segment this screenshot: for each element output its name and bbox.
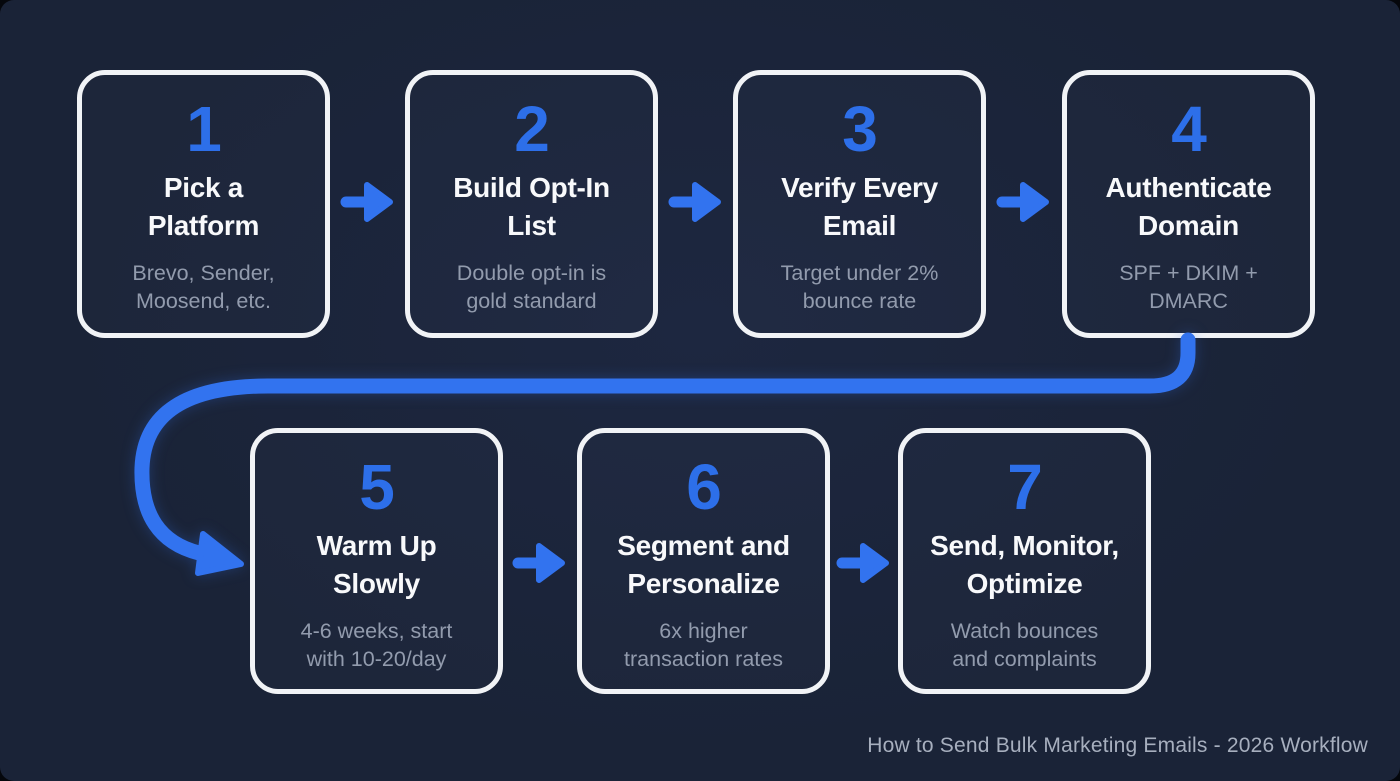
step-number: 1 — [186, 93, 222, 165]
step-title: Authenticate Domain — [1105, 172, 1272, 241]
arrow-right-icon — [996, 182, 1049, 222]
step-subtitle: SPF + DKIM + DMARC — [1119, 261, 1258, 313]
step-subtitle: Target under 2% bounce rate — [780, 261, 939, 313]
step-number: 7 — [1007, 451, 1043, 523]
step-title: Warm Up Slowly — [316, 530, 437, 599]
arrow-right-icon — [836, 543, 889, 583]
step-number: 4 — [1171, 93, 1207, 165]
step-title: Build Opt-In List — [453, 172, 610, 241]
step-number: 3 — [842, 93, 878, 165]
step-title: Verify Every Email — [781, 172, 938, 241]
workflow-caption: How to Send Bulk Marketing Emails - 2026… — [867, 734, 1368, 757]
step-subtitle: Brevo, Sender, Moosend, etc. — [132, 261, 275, 313]
step-title: Segment and Personalize — [617, 530, 790, 599]
step-number: 5 — [359, 451, 395, 523]
arrow-right-icon — [668, 182, 721, 222]
step-title: Send, Monitor, Optimize — [930, 530, 1119, 599]
step-subtitle: Double opt-in is gold standard — [456, 261, 607, 313]
step-box-7: 7 Send, Monitor, Optimize Watch bounces … — [898, 428, 1151, 694]
step-subtitle: 4-6 weeks, start with 10-20/day — [300, 619, 453, 671]
arrow-right-icon — [512, 543, 565, 583]
step-box-3: 3 Verify Every Email Target under 2% bou… — [733, 70, 986, 338]
step-subtitle: Watch bounces and complaints — [950, 619, 1099, 671]
step-box-1: 1 Pick a Platform Brevo, Sender, Moosend… — [77, 70, 330, 338]
step-subtitle: 6x higher transaction rates — [624, 619, 783, 671]
step-number: 2 — [514, 93, 550, 165]
step-box-5: 5 Warm Up Slowly 4-6 weeks, start with 1… — [250, 428, 503, 694]
step-number: 6 — [686, 451, 722, 523]
step-box-4: 4 Authenticate Domain SPF + DKIM + DMARC — [1062, 70, 1315, 338]
step-box-2: 2 Build Opt-In List Double opt-in is gol… — [405, 70, 658, 338]
step-title: Pick a Platform — [147, 172, 260, 241]
arrow-right-icon — [340, 182, 393, 222]
step-box-6: 6 Segment and Personalize 6x higher tran… — [577, 428, 830, 694]
